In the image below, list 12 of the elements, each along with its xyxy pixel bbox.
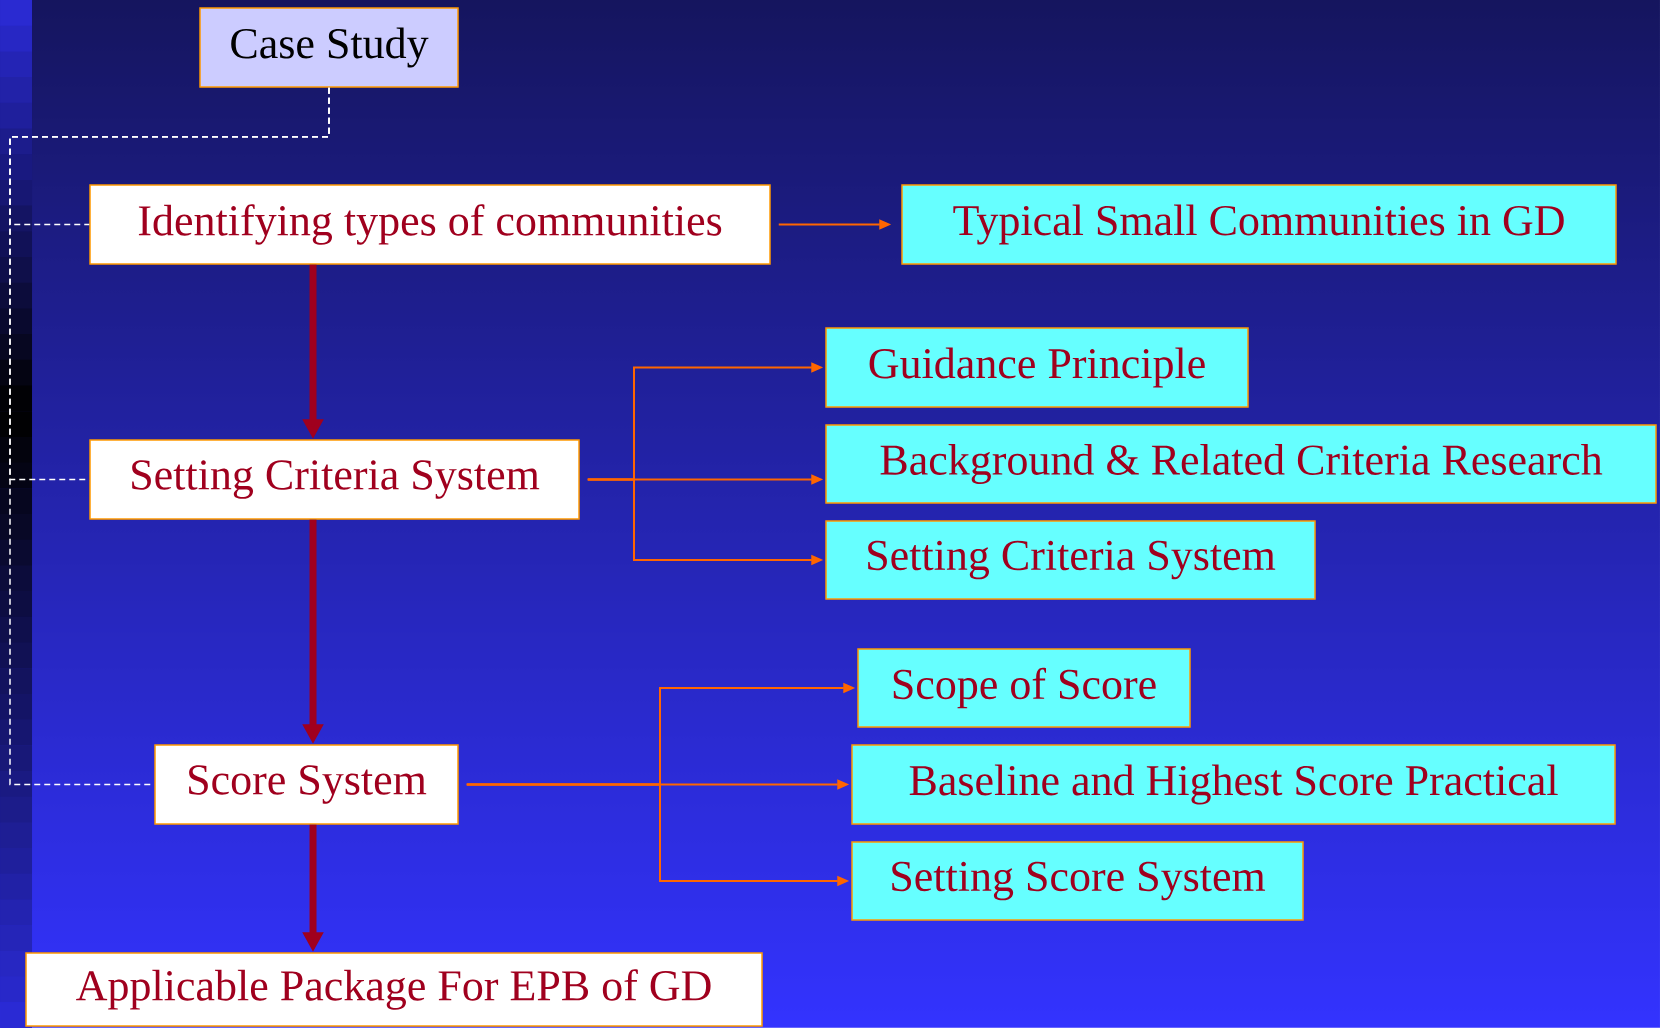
process-box: Identifying types of communities [89,184,771,265]
topic-box: Guidance Principle [825,327,1249,408]
topic-box: Setting Score System [851,841,1304,921]
topic-box: Background & Related Criteria Research [825,424,1657,504]
topic-box: Typical Small Communities in GD [901,184,1617,265]
topic-box: Setting Criteria System [825,520,1316,600]
topic-box: Baseline and Highest Score Practical [851,744,1616,825]
topic-box: Scope of Score [857,648,1191,728]
process-box: Setting Criteria System [89,439,580,520]
process-box: Applicable Package For EPB of GD [25,952,763,1027]
heading-box: Case Study [199,7,459,88]
process-box: Score System [154,744,459,825]
